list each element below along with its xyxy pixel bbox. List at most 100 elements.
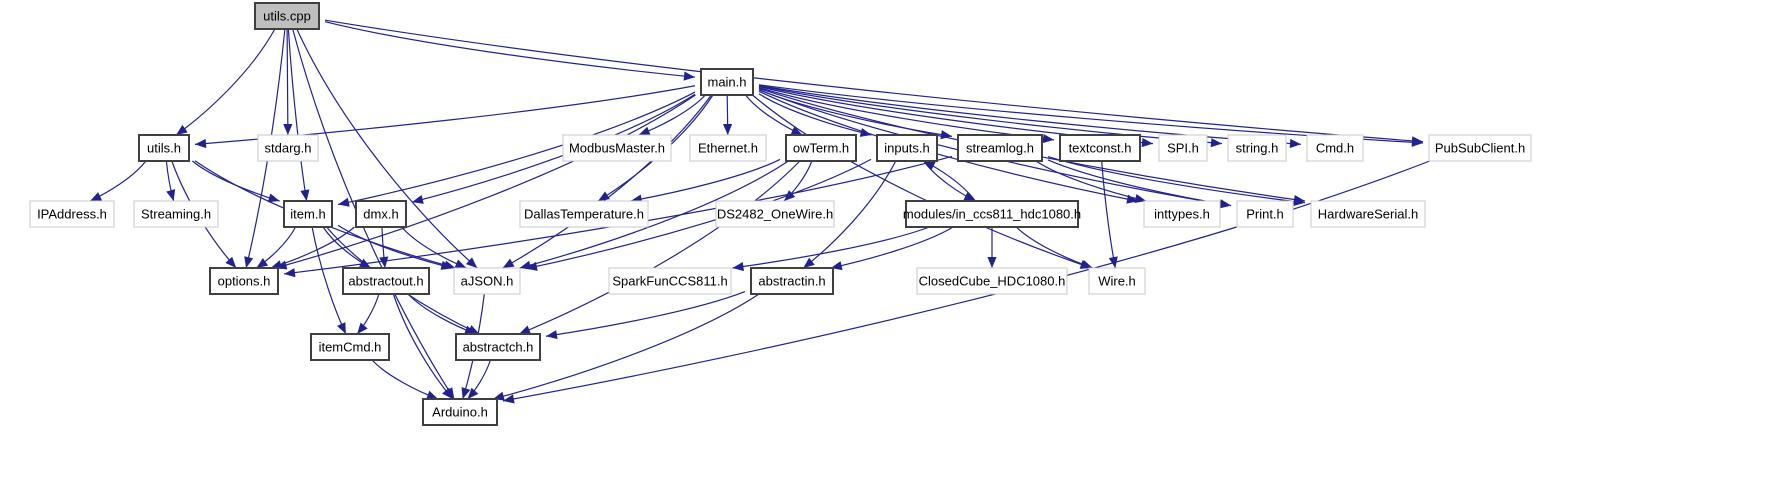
- node-box[interactable]: [133, 200, 219, 228]
- node-streaming-h[interactable]: Streaming.h: [133, 200, 219, 228]
- edge-arrowhead: [1219, 199, 1231, 209]
- edge-arrowhead: [90, 192, 103, 201]
- node-box[interactable]: [453, 267, 521, 295]
- edge-arrowhead: [1293, 196, 1305, 206]
- node-box[interactable]: [257, 134, 319, 162]
- node-box[interactable]: [957, 134, 1043, 162]
- node-label: dmx.h: [363, 206, 398, 221]
- node-inttypes-h[interactable]: inttypes.h: [1143, 200, 1221, 228]
- edge-arrowhead: [464, 325, 476, 335]
- node-label: abstractout.h: [348, 273, 423, 288]
- node-label: modules/in_ccs811_hdc1080.h: [903, 206, 1081, 221]
- node-label: string.h: [1236, 140, 1279, 155]
- node-box[interactable]: [1227, 134, 1287, 162]
- node-box[interactable]: [689, 134, 767, 162]
- edge-arrowhead: [300, 189, 310, 201]
- edge-main-h-to-options-h: [275, 94, 696, 269]
- edge-modules-in-ccs811-hdc1080-h-to-wire-h: [1015, 226, 1093, 269]
- node-streamlog-h[interactable]: streamlog.h: [957, 134, 1043, 162]
- node-abstractch-h[interactable]: abstractch.h: [455, 333, 541, 361]
- node-box[interactable]: [310, 333, 390, 361]
- node-box[interactable]: [254, 2, 320, 30]
- node-modules-in-ccs811-hdc1080-h[interactable]: modules/in_ccs811_hdc1080.h: [903, 200, 1081, 228]
- edge-arrowhead: [638, 126, 651, 136]
- node-box[interactable]: [422, 398, 498, 426]
- node-sparkfunccs811-h[interactable]: SparkFunCCS811.h: [608, 267, 732, 295]
- node-label: inttypes.h: [1154, 206, 1210, 221]
- node-box[interactable]: [29, 200, 115, 228]
- node-box[interactable]: [715, 200, 835, 228]
- node-ds2482-onewire-h[interactable]: DS2482_OneWire.h: [715, 200, 835, 228]
- node-box[interactable]: [1059, 134, 1141, 162]
- edge-abstractin-h-to-arduino-h: [492, 293, 760, 400]
- edge-arrowhead: [732, 261, 744, 272]
- edge-main-h-to-ajson-h: [502, 94, 712, 269]
- node-hardwareserial-h[interactable]: HardwareSerial.h: [1310, 200, 1426, 228]
- node-utils-cpp[interactable]: utils.cpp: [254, 2, 320, 30]
- node-abstractin-h[interactable]: abstractin.h: [750, 267, 834, 295]
- node-label: Print.h: [1246, 206, 1284, 221]
- node-print-h[interactable]: Print.h: [1236, 200, 1294, 228]
- node-box[interactable]: [916, 267, 1068, 295]
- node-itemcmd-h[interactable]: itemCmd.h: [310, 333, 390, 361]
- node-label: PubSubClient.h: [1435, 140, 1525, 155]
- node-box[interactable]: [905, 200, 1079, 228]
- node-box[interactable]: [608, 267, 732, 295]
- node-box[interactable]: [1143, 200, 1221, 228]
- node-box[interactable]: [355, 200, 407, 228]
- edge-arrowhead: [176, 124, 188, 135]
- node-box[interactable]: [1310, 200, 1426, 228]
- node-cmd-h[interactable]: Cmd.h: [1306, 134, 1364, 162]
- node-arduino-h[interactable]: Arduino.h: [422, 398, 498, 426]
- node-ajson-h[interactable]: aJSON.h: [453, 267, 521, 295]
- edge-utils-cpp-to-options-h: [245, 28, 286, 269]
- node-box[interactable]: [1158, 134, 1208, 162]
- edge-utils-cpp-to-arduino-h: [292, 28, 455, 400]
- node-label: ClosedCube_HDC1080.h: [919, 273, 1066, 288]
- edge-utils-cpp-to-utils-h: [175, 28, 276, 136]
- node-box[interactable]: [876, 134, 938, 162]
- node-spi-h[interactable]: SPI.h: [1158, 134, 1208, 162]
- node-label: Wire.h: [1098, 273, 1136, 288]
- node-box[interactable]: [519, 200, 649, 228]
- node-label: Streaming.h: [141, 206, 211, 221]
- node-box[interactable]: [1236, 200, 1294, 228]
- node-box[interactable]: [455, 333, 541, 361]
- node-owterm-h[interactable]: owTerm.h: [785, 134, 857, 162]
- edge-arrowhead: [502, 258, 515, 268]
- node-box[interactable]: [750, 267, 834, 295]
- node-box[interactable]: [283, 200, 333, 228]
- node-dallastemperature-h[interactable]: DallasTemperature.h: [519, 200, 649, 228]
- node-wire-h[interactable]: Wire.h: [1088, 267, 1146, 295]
- node-ipaddress-h[interactable]: IPAddress.h: [29, 200, 115, 228]
- edge-arrowhead: [1141, 138, 1153, 148]
- node-box[interactable]: [1088, 267, 1146, 295]
- node-dmx-h[interactable]: dmx.h: [355, 200, 407, 228]
- node-inputs-h[interactable]: inputs.h: [876, 134, 938, 162]
- edge-arrowhead: [225, 256, 237, 268]
- node-box[interactable]: [700, 68, 754, 96]
- node-item-h[interactable]: item.h: [283, 200, 333, 228]
- node-box[interactable]: [209, 267, 279, 295]
- node-utils-h[interactable]: utils.h: [138, 134, 190, 162]
- node-box[interactable]: [785, 134, 857, 162]
- node-main-h[interactable]: main.h: [700, 68, 754, 96]
- node-pubsubclient-h[interactable]: PubSubClient.h: [1428, 134, 1532, 162]
- node-label: ModbusMaster.h: [569, 140, 665, 155]
- node-box[interactable]: [1428, 134, 1532, 162]
- node-options-h[interactable]: options.h: [209, 267, 279, 295]
- node-abstractout-h[interactable]: abstractout.h: [342, 267, 430, 295]
- node-stdarg-h[interactable]: stdarg.h: [257, 134, 319, 162]
- node-closedcube-hdc1080-h[interactable]: ClosedCube_HDC1080.h: [916, 267, 1068, 295]
- node-textconst-h[interactable]: textconst.h: [1059, 134, 1141, 162]
- node-box[interactable]: [342, 267, 430, 295]
- node-string-h[interactable]: string.h: [1227, 134, 1287, 162]
- node-box[interactable]: [562, 134, 672, 162]
- node-modbusmaster-h[interactable]: ModbusMaster.h: [562, 134, 672, 162]
- node-box[interactable]: [1306, 134, 1364, 162]
- node-ethernet-h[interactable]: Ethernet.h: [689, 134, 767, 162]
- node-box[interactable]: [138, 134, 190, 162]
- edge-arrowhead: [1108, 256, 1118, 268]
- edge-arrowhead: [519, 325, 532, 335]
